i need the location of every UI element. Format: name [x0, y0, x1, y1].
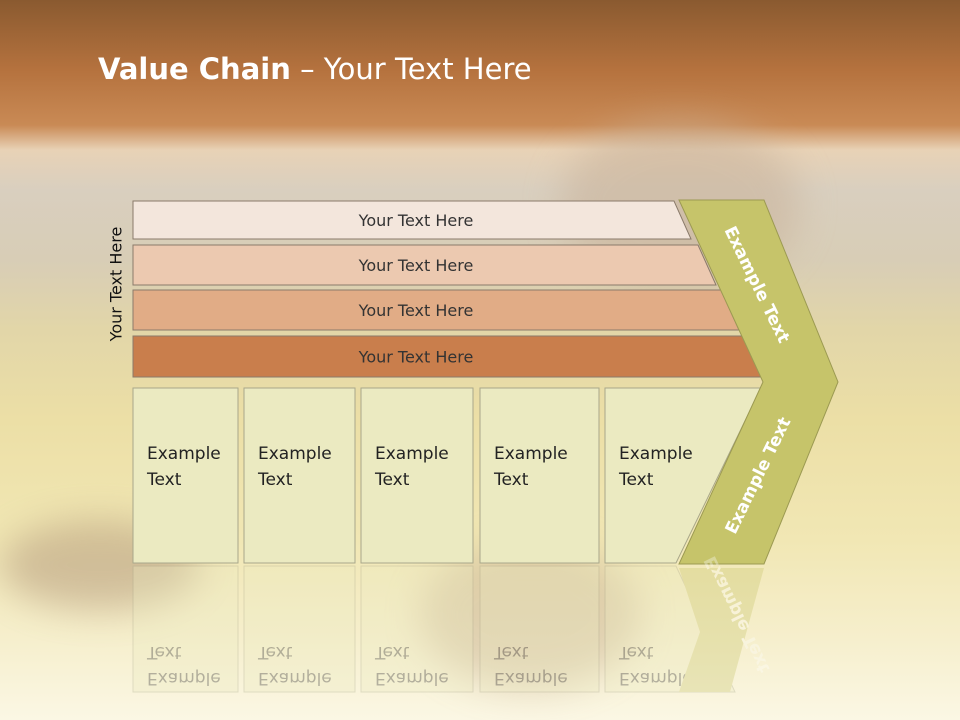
primary-box-reflection: Example Text	[243, 565, 356, 693]
reflection-line2: Text	[493, 642, 529, 662]
primary-box-line1: Example	[619, 444, 693, 464]
support-row-shape	[132, 244, 717, 286]
primary-box-shape	[360, 387, 474, 564]
support-row-label: Your Text Here	[358, 211, 474, 230]
support-row: Your Text Here	[132, 200, 692, 240]
reflection-line1: Example	[619, 668, 693, 688]
primary-box-line2: Text	[618, 470, 654, 490]
reflection-line1: Example	[258, 668, 332, 688]
support-row-label: Your Text Here	[358, 348, 474, 367]
reflection-line1: Example	[147, 668, 221, 688]
primary-box-reflection: Example Text	[479, 565, 600, 693]
primary-box-line2: Text	[493, 470, 529, 490]
page-title: Value Chain – Your Text Here	[98, 52, 532, 86]
primary-box-shape	[243, 387, 356, 564]
primary-box-line1: Example	[375, 444, 449, 464]
support-row-label: Your Text Here	[358, 256, 474, 275]
support-row: Your Text Here	[132, 335, 764, 378]
title-bold: Value Chain	[98, 52, 291, 86]
chevron-reflection-shape	[679, 568, 764, 692]
support-row-shape	[132, 200, 692, 240]
reflection-line1: Example	[375, 668, 449, 688]
primary-box-line1: Example	[494, 444, 568, 464]
primary-box-line2: Text	[374, 470, 410, 490]
reflection-shape	[479, 565, 600, 693]
reflection-line2: Text	[618, 642, 654, 662]
reflection-shape	[604, 565, 736, 693]
primary-box-reflection: Example Text	[604, 565, 736, 693]
primary-box-shape	[479, 387, 600, 564]
reflection-line2: Text	[257, 642, 293, 662]
primary-box-line2: Text	[146, 470, 182, 490]
title-rest: – Your Text Here	[290, 52, 532, 86]
support-row: Your Text Here	[132, 289, 740, 331]
reflection-line2: Text	[374, 642, 410, 662]
primary-box-line2: Text	[257, 470, 293, 490]
support-row: Your Text Here	[132, 244, 717, 286]
reflection-shape	[132, 565, 239, 693]
reflection: ExampleTextExampleTextExampleTextExample…	[132, 553, 774, 693]
support-row-label: Your Text Here	[358, 301, 474, 320]
primary-box-reflection: Example Text	[360, 565, 474, 693]
primary-activities: ExampleTextExampleTextExampleTextExample…	[132, 387, 762, 564]
reflection-line2: Text	[146, 642, 182, 662]
reflection-shape	[360, 565, 474, 693]
primary-box-shape	[132, 387, 239, 564]
primary-box-reflection: Example Text	[132, 565, 239, 693]
reflection-line1: Example	[494, 668, 568, 688]
primary-box-shape	[604, 387, 762, 564]
primary-box-line1: Example	[258, 444, 332, 464]
background-figure-body	[420, 540, 640, 690]
reflection-shape	[243, 565, 356, 693]
chevron-shape	[678, 199, 839, 565]
primary-box-line1: Example	[147, 444, 221, 464]
